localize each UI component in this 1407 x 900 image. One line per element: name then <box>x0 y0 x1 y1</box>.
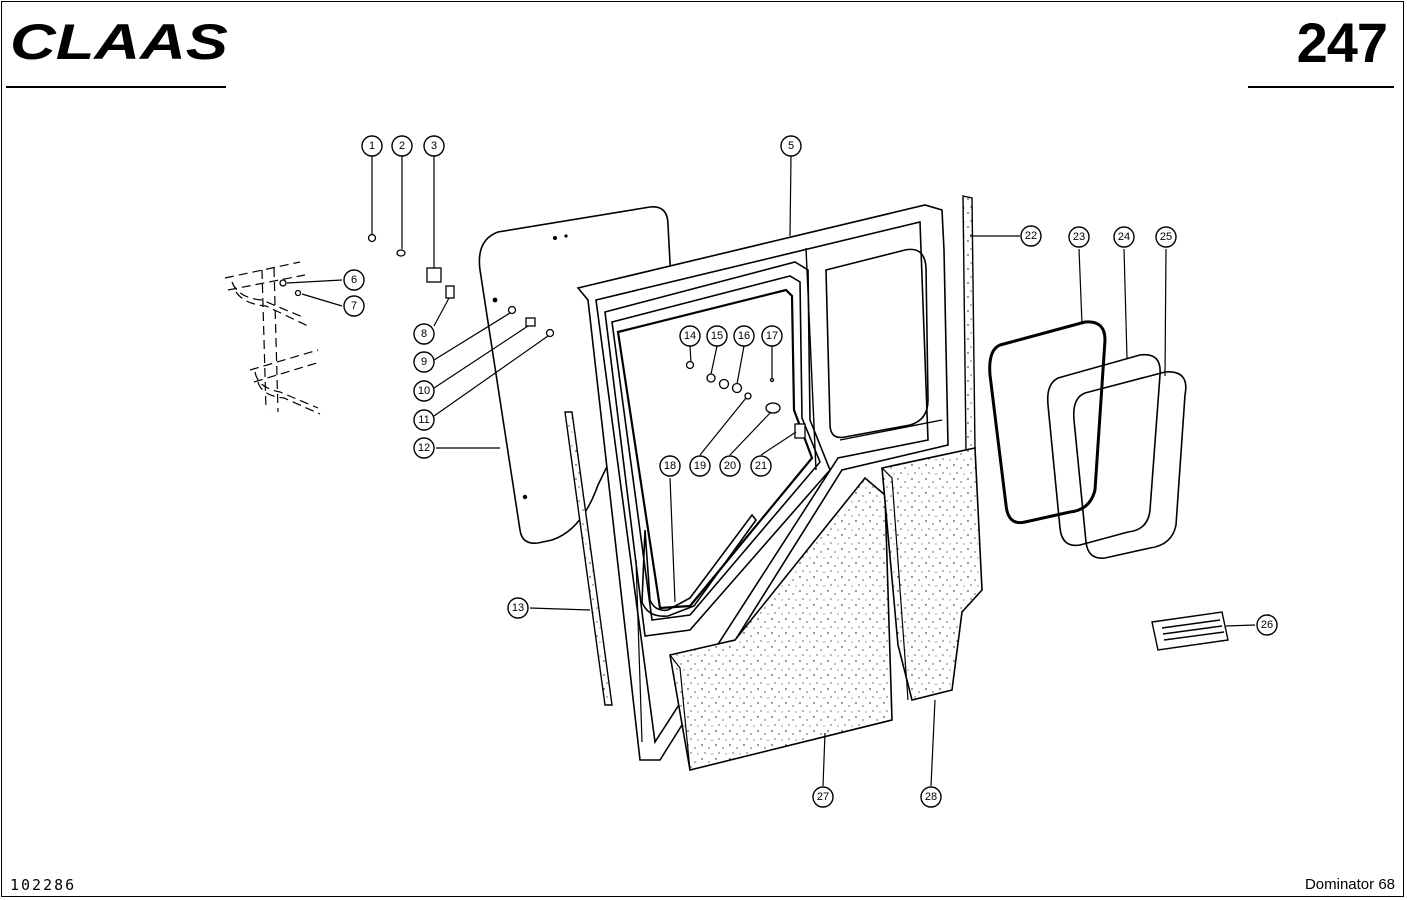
svg-text:11: 11 <box>418 414 429 426</box>
callout-19: 19 <box>689 455 711 477</box>
window-seal-strip <box>641 513 758 618</box>
claas-logo: CLAAS <box>10 16 228 66</box>
vertical-seal-strip-left <box>564 411 613 706</box>
svg-text:5: 5 <box>788 140 794 152</box>
callout-23: 23 <box>1068 226 1090 248</box>
callout-5: 5 <box>780 135 802 157</box>
svg-text:28: 28 <box>925 791 937 803</box>
window-glass-b <box>1072 371 1187 559</box>
svg-text:22: 22 <box>1025 230 1037 242</box>
small-hardware <box>279 233 806 439</box>
svg-text:12: 12 <box>418 442 430 454</box>
page-number: 247 <box>1296 11 1388 74</box>
svg-text:17: 17 <box>766 330 778 342</box>
callout-7: 7 <box>343 295 365 317</box>
ventilation-grille <box>1151 611 1229 651</box>
insulation-panel-lower-edge <box>669 654 691 771</box>
insulation-panel-upper-edge <box>881 467 909 701</box>
svg-text:14: 14 <box>684 330 696 342</box>
callout-10: 10 <box>413 380 435 402</box>
svg-text:25: 25 <box>1160 231 1172 243</box>
callout-24: 24 <box>1113 226 1135 248</box>
svg-text:21: 21 <box>755 460 767 472</box>
logo-rule <box>6 86 226 88</box>
callout-25: 25 <box>1155 226 1177 248</box>
svg-text:10: 10 <box>418 385 430 397</box>
brand-wordmark: CLAAS <box>10 16 228 66</box>
callout-21: 21 <box>750 455 772 477</box>
callout-27: 27 <box>812 786 834 808</box>
svg-text:6: 6 <box>351 274 357 286</box>
cab-frame-reference <box>224 261 321 415</box>
svg-text:18: 18 <box>664 460 676 472</box>
callout-1: 1 <box>361 135 383 157</box>
drawing-number: 102286 <box>10 876 77 894</box>
vertical-seal-strip-right <box>962 195 976 451</box>
svg-text:27: 27 <box>817 791 829 803</box>
callout-15: 15 <box>706 325 728 347</box>
svg-text:16: 16 <box>738 330 750 342</box>
svg-text:24: 24 <box>1118 231 1130 243</box>
svg-text:8: 8 <box>421 328 427 340</box>
svg-text:2: 2 <box>399 140 405 152</box>
insulation-panel-upper <box>881 447 983 701</box>
callout-13: 13 <box>507 597 529 619</box>
callout-20: 20 <box>719 455 741 477</box>
page-number-rule <box>1248 86 1394 88</box>
svg-text:19: 19 <box>694 460 706 472</box>
window-glass-a <box>1046 353 1161 547</box>
svg-text:23: 23 <box>1073 231 1085 243</box>
callout-3: 3 <box>423 135 445 157</box>
window-seal-rubber <box>988 320 1107 525</box>
callout-26: 26 <box>1256 614 1278 636</box>
model-name: Dominator 68 <box>1304 876 1395 893</box>
callout-8: 8 <box>413 323 435 345</box>
callout-16: 16 <box>733 325 755 347</box>
callout-2: 2 <box>391 135 413 157</box>
callout-12: 12 <box>413 437 435 459</box>
callout-6: 6 <box>343 269 365 291</box>
svg-text:1: 1 <box>369 140 375 152</box>
svg-text:13: 13 <box>512 602 524 614</box>
svg-text:3: 3 <box>431 140 437 152</box>
callout-9: 9 <box>413 351 435 373</box>
callout-14: 14 <box>679 325 701 347</box>
svg-text:9: 9 <box>421 356 427 368</box>
svg-text:20: 20 <box>724 460 736 472</box>
callout-17: 17 <box>761 325 783 347</box>
svg-text:26: 26 <box>1261 619 1273 631</box>
svg-text:7: 7 <box>351 300 357 312</box>
svg-text:15: 15 <box>711 330 723 342</box>
callout-28: 28 <box>920 786 942 808</box>
leader-lines <box>286 155 1256 787</box>
callout-18: 18 <box>659 455 681 477</box>
callout-22: 22 <box>1020 225 1042 247</box>
callout-11: 11 <box>413 409 435 431</box>
